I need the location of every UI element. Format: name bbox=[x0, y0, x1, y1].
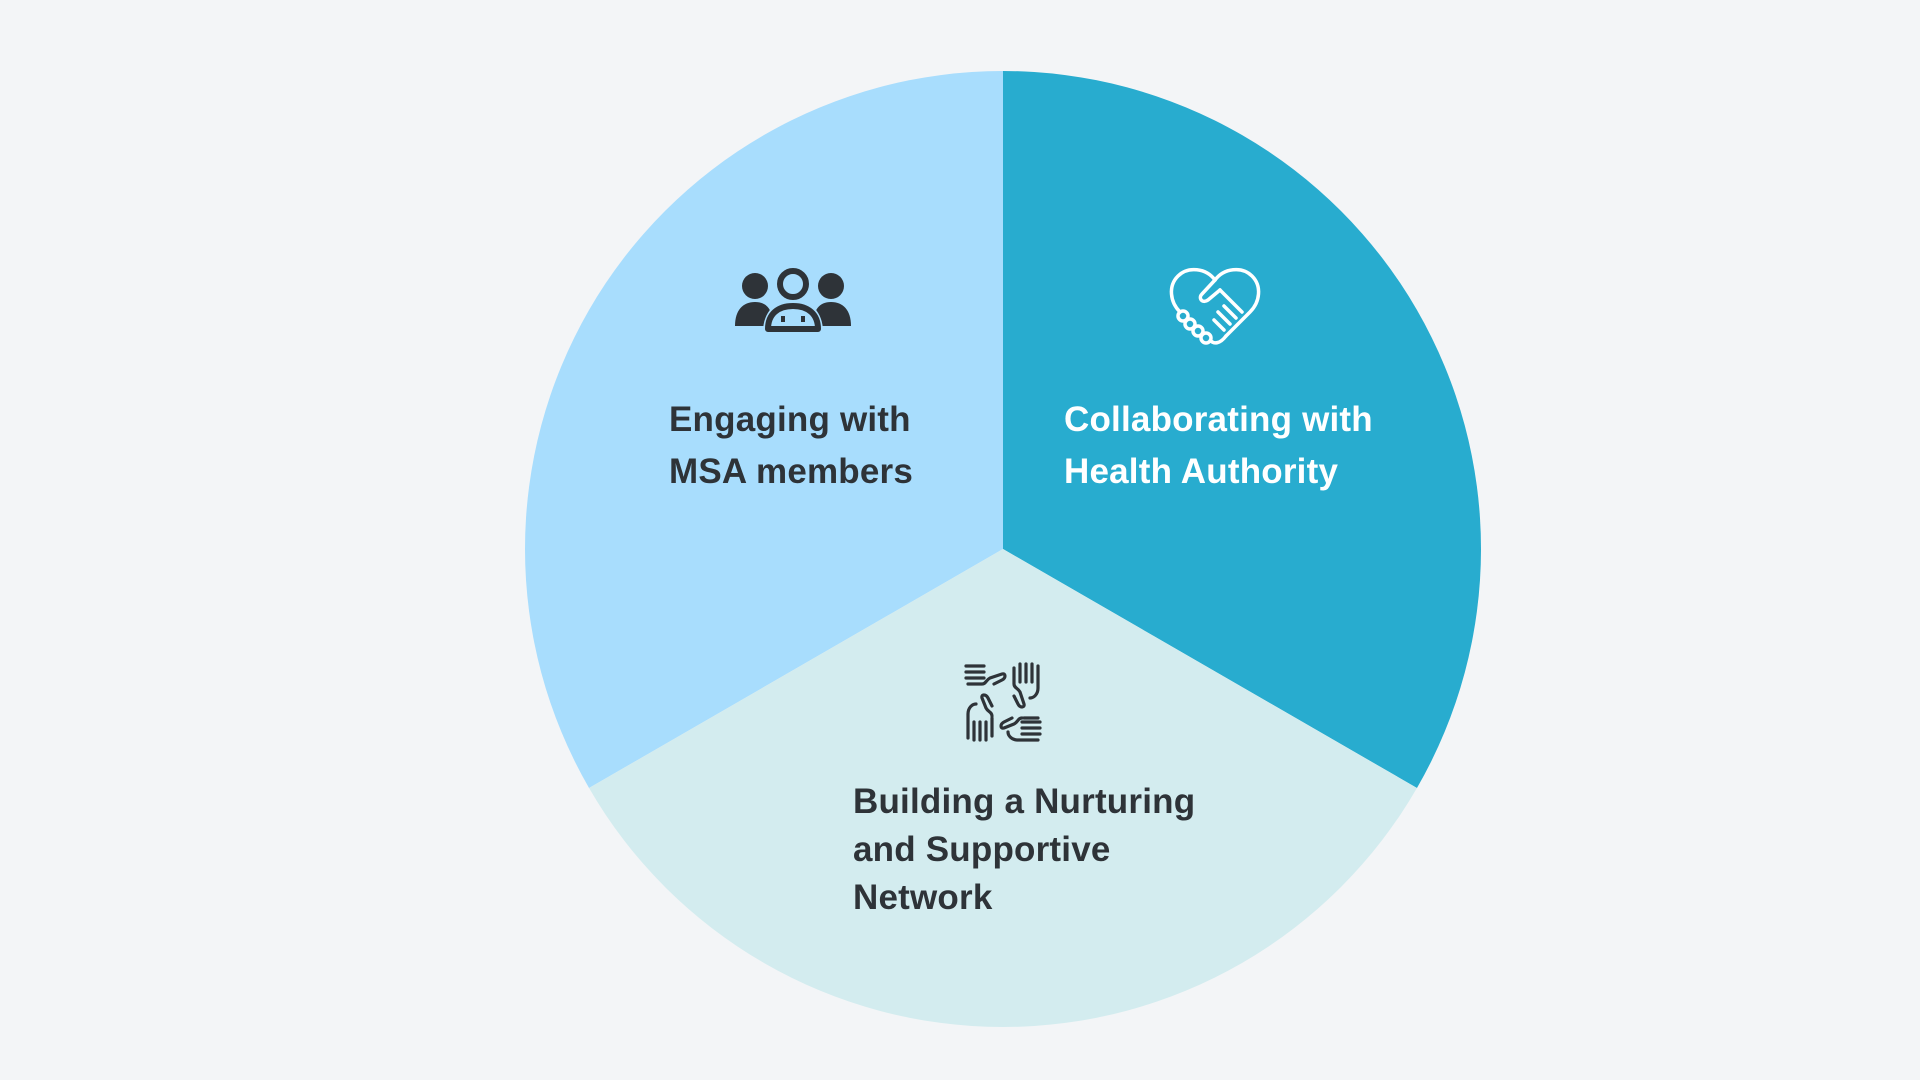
heart-handshake-icon bbox=[1169, 267, 1261, 345]
label-engaging: Engaging with MSA members bbox=[669, 400, 914, 491]
segment-collaborating bbox=[1003, 71, 1481, 788]
segment-engaging bbox=[525, 71, 1003, 788]
label-collaborating: Collaborating with Health Authority bbox=[1064, 400, 1373, 491]
people-group-icon bbox=[735, 267, 851, 332]
hands-circle-icon bbox=[964, 662, 1042, 742]
segment-building bbox=[589, 549, 1417, 1027]
label-building: Building a Nurturing and Supportive Netw… bbox=[853, 782, 1196, 917]
